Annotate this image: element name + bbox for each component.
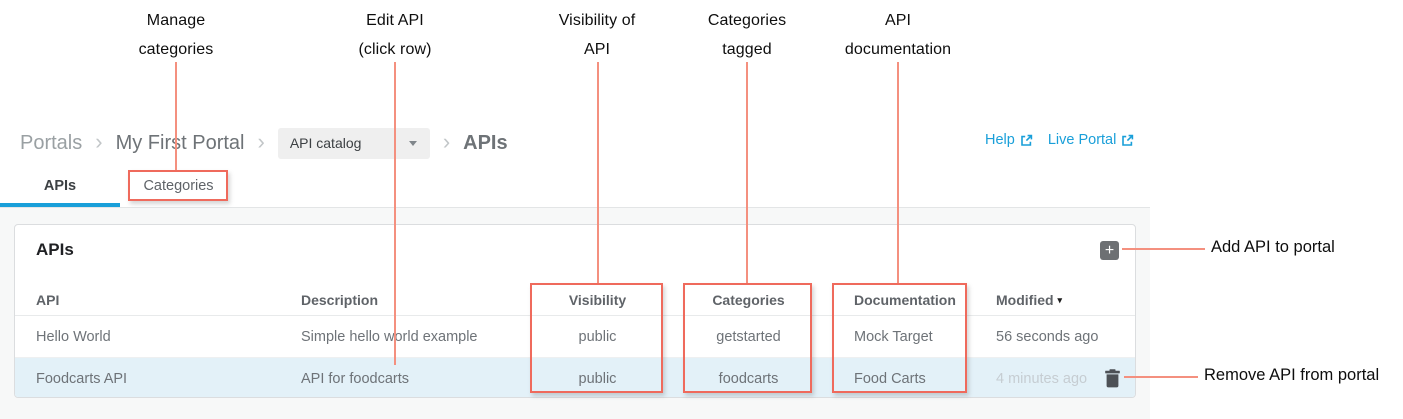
annotation-connector-line xyxy=(597,62,599,283)
cell-description: API for foodcarts xyxy=(301,370,409,387)
breadcrumb-portals[interactable]: Portals xyxy=(20,131,83,154)
annotation-line: Manage xyxy=(146,12,206,29)
highlight-box-categories-tab xyxy=(128,170,228,201)
annotation-line: Categories xyxy=(707,12,787,29)
sort-descending-icon: ▾ xyxy=(1057,295,1063,305)
annotation-connector-line xyxy=(175,62,177,170)
help-link-label: Help xyxy=(985,132,1015,148)
cell-description: Simple hello world example xyxy=(301,329,478,345)
highlight-box-categories-column xyxy=(683,283,812,393)
cell-modified: 56 seconds ago xyxy=(996,329,1099,345)
column-header-documentation[interactable]: Documentation xyxy=(854,291,956,308)
annotation-api-documentation: API documentation xyxy=(845,6,951,64)
cell-documentation: Food Carts xyxy=(854,370,926,387)
external-link-icon xyxy=(1122,134,1134,146)
annotation-connector-line xyxy=(1122,248,1205,250)
table-header-row: API Description Visibility Categories Do… xyxy=(15,284,1135,316)
breadcrumb: Portals › My First Portal › API catalog … xyxy=(20,126,508,160)
annotation-line: Edit API xyxy=(366,12,424,29)
chevron-right-icon: › xyxy=(442,129,451,154)
cell-visibility: public xyxy=(578,329,617,345)
breadcrumb-current-apis: APIs xyxy=(463,131,508,154)
annotation-line: tagged xyxy=(722,41,772,58)
api-catalog-dropdown-value: API catalog xyxy=(289,135,362,151)
help-link[interactable]: Help xyxy=(985,132,1033,148)
live-portal-link[interactable]: Live Portal xyxy=(1048,132,1135,148)
column-header-modified[interactable]: Modified ▾ xyxy=(996,284,1126,315)
annotation-line: categories xyxy=(138,41,214,58)
breadcrumb-my-first-portal[interactable]: My First Portal xyxy=(115,131,245,154)
cell-documentation: Mock Target xyxy=(854,329,933,345)
annotation-remove-api: Remove API from portal xyxy=(1204,366,1380,384)
column-header-categories[interactable]: Categories xyxy=(712,291,785,308)
panel-title: APIs xyxy=(36,240,74,259)
cell-visibility: public xyxy=(578,370,617,387)
highlight-box-documentation-column xyxy=(832,283,967,393)
annotation-categories-tagged: Categories tagged xyxy=(708,6,786,64)
chevron-down-icon xyxy=(408,140,417,146)
cell-api: Hello World xyxy=(36,329,111,345)
highlight-box-visibility-column xyxy=(530,283,663,393)
chevron-right-icon: › xyxy=(95,129,103,154)
live-portal-link-label: Live Portal xyxy=(1047,132,1117,148)
annotation-line: API xyxy=(583,41,611,58)
cell-modified: 4 minutes ago xyxy=(996,370,1088,387)
trash-icon xyxy=(1105,369,1120,388)
chevron-right-icon: › xyxy=(257,129,265,154)
column-header-visibility[interactable]: Visibility xyxy=(568,291,627,308)
apis-panel: APIs + API Description Visibility Catego… xyxy=(14,224,1136,398)
table-row[interactable]: Hello World Simple hello world example p… xyxy=(15,317,1135,358)
table-row[interactable]: Foodcarts API API for foodcarts public f… xyxy=(15,358,1135,397)
tab-bar: APIs Categories xyxy=(0,168,1150,207)
cell-categories: getstarted xyxy=(716,329,781,345)
api-catalog-dropdown[interactable]: API catalog xyxy=(277,127,430,159)
annotation-connector-line xyxy=(897,62,899,283)
cell-categories: foodcarts xyxy=(718,370,779,387)
annotation-edit-api: Edit API (click row) xyxy=(358,6,431,64)
remove-api-button[interactable] xyxy=(1104,369,1121,388)
annotation-visibility-of-api: Visibility of API xyxy=(559,6,636,64)
annotation-connector-line xyxy=(746,62,748,283)
annotation-manage-categories: Manage categories xyxy=(139,6,214,64)
column-header-description[interactable]: Description xyxy=(301,291,379,308)
active-tab-indicator xyxy=(0,203,120,207)
annotation-connector-line xyxy=(394,62,396,365)
annotation-line: Visibility of xyxy=(558,12,636,29)
annotation-connector-line xyxy=(1124,376,1198,378)
tab-categories[interactable]: Categories xyxy=(143,178,214,194)
external-link-icon xyxy=(1021,134,1033,146)
annotation-line: (click row) xyxy=(358,41,432,58)
add-api-button[interactable]: + xyxy=(1100,241,1119,260)
tab-apis[interactable]: APIs xyxy=(43,178,77,194)
header-links: Help Live Portal xyxy=(985,132,1134,148)
annotation-line: documentation xyxy=(844,41,952,58)
column-header-modified-label: Modified xyxy=(996,291,1054,308)
cell-api: Foodcarts API xyxy=(36,370,128,387)
column-header-api[interactable]: API xyxy=(36,291,60,308)
annotation-add-api: Add API to portal xyxy=(1211,238,1335,256)
annotation-line: API xyxy=(884,12,912,29)
